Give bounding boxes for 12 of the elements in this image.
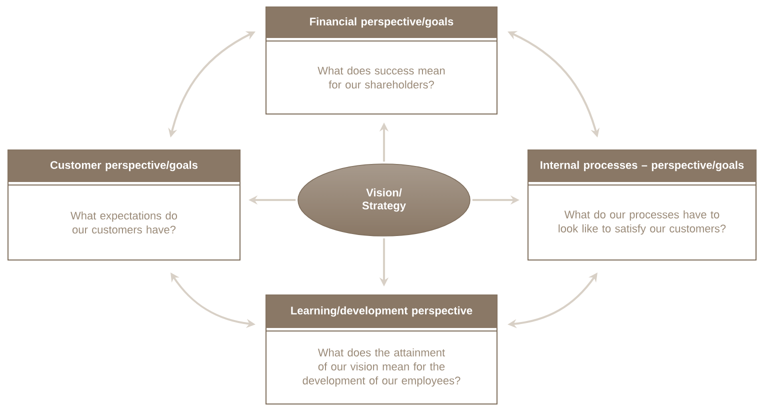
box-heading: Learning/development perspective <box>291 306 472 317</box>
perspective-box <box>266 6 498 114</box>
box-heading: Financial perspective/goals <box>310 17 454 28</box>
perspective-box <box>528 150 756 260</box>
perspective-box <box>8 150 240 260</box>
box-question: What does the attainment of our vision mean for the development of our employees? <box>302 348 460 387</box>
perspective-box <box>266 294 498 404</box>
box-question: What expectations do our customers have? <box>70 211 178 234</box>
box-question: What do our processes have to look like to satisfy our customers? <box>558 210 726 235</box>
box-heading: Internal processes – perspective/goals <box>540 160 744 172</box>
box-heading: Customer perspective/goals <box>50 160 198 172</box>
box-question: What does success mean for our shareholders? <box>318 66 445 89</box>
